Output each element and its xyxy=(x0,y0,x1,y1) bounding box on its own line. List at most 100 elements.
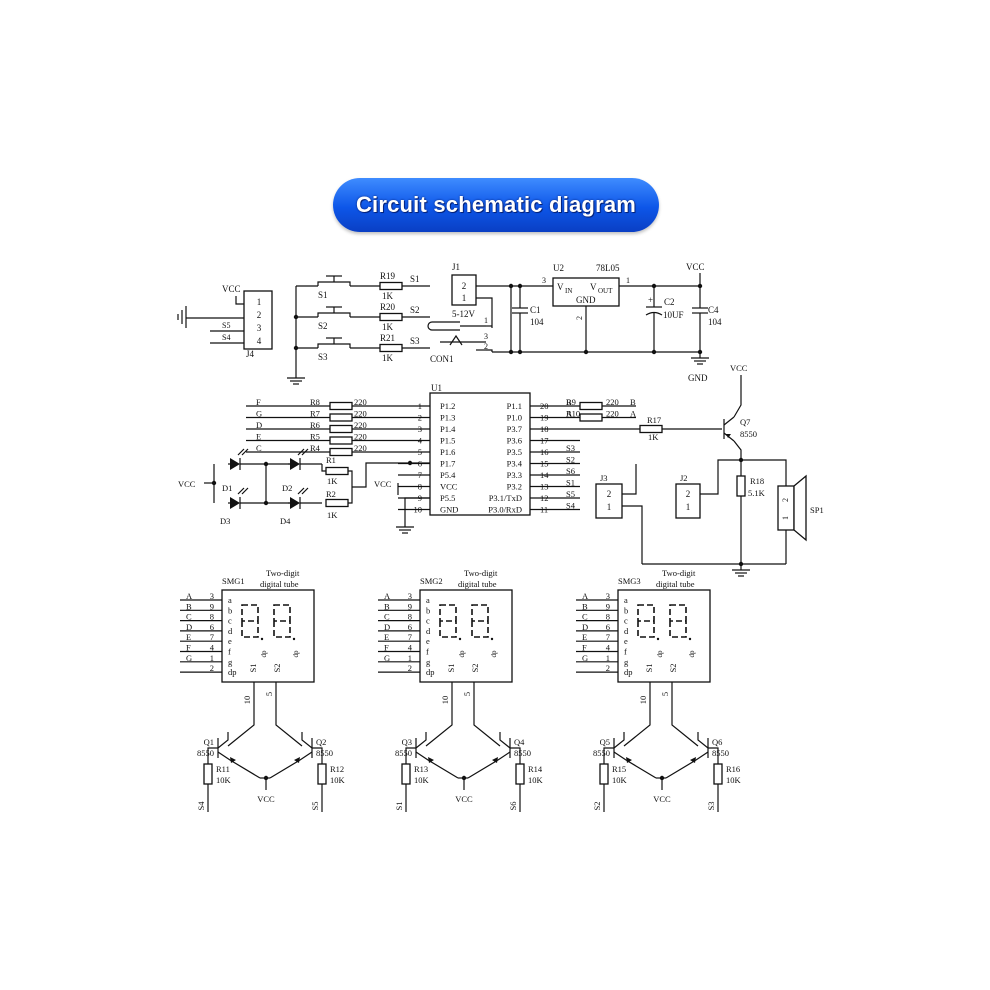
decimal-point-icon xyxy=(688,637,692,641)
resistor-ref: R5 xyxy=(310,432,320,442)
resistor-ref: R14 xyxy=(528,764,543,774)
transistor-q7 xyxy=(723,432,735,442)
transistor-part: 8550 xyxy=(593,748,610,758)
wire xyxy=(405,747,416,764)
barrel-jack-icon xyxy=(449,334,463,346)
wire xyxy=(486,349,493,352)
display-pin-number: 2 xyxy=(408,663,412,673)
display-pin-number: 8 xyxy=(408,612,412,622)
net-label: F xyxy=(186,643,191,653)
mcu-pin-name: GND xyxy=(440,505,458,515)
speaker-cone-icon xyxy=(793,474,807,542)
segment-label: d xyxy=(426,626,431,636)
display-pin-number: 5 xyxy=(660,692,670,696)
led-icon xyxy=(230,458,240,470)
resistor-ref: R1 xyxy=(326,455,336,465)
display-box xyxy=(419,589,513,683)
digit-label: S1 xyxy=(446,664,456,673)
j2-pin: 1 xyxy=(686,502,691,512)
led-ref: D4 xyxy=(280,516,291,526)
segment-label: g xyxy=(624,657,629,667)
segment-label: c xyxy=(426,616,430,626)
gnd-label: GND xyxy=(688,373,708,383)
dp-label: dp xyxy=(292,650,300,658)
resistor-ref: R21 xyxy=(380,333,395,343)
capacitor-ref: C2 xyxy=(664,297,675,307)
seven-segment-digit-icon xyxy=(637,604,655,638)
j4-ref: J4 xyxy=(246,349,255,359)
net-label: S1 xyxy=(410,274,420,284)
net-label: S3 xyxy=(566,443,575,453)
j4-pin-number: 3 xyxy=(257,323,262,333)
net-label: S5 xyxy=(310,802,320,811)
display-pin-number: 3 xyxy=(210,591,214,601)
j3-pin: 1 xyxy=(607,502,612,512)
j1-connector xyxy=(451,274,477,306)
display-caption: digital tube xyxy=(458,579,497,589)
resistor-value: 10K xyxy=(414,775,430,785)
seven-segment-digit-icon xyxy=(273,604,291,638)
display-pin-number: 2 xyxy=(210,663,214,673)
display-pin-number: 5 xyxy=(264,692,274,696)
resistor-r12 xyxy=(317,763,327,785)
wire xyxy=(348,470,353,504)
resistor-ref: R17 xyxy=(647,415,661,425)
wire xyxy=(700,459,741,495)
wire xyxy=(269,751,313,779)
segment-label: e xyxy=(426,636,430,646)
junction-dot xyxy=(293,345,299,351)
emitter-arrow-icon xyxy=(492,757,498,763)
net-label: G xyxy=(186,653,192,663)
led-icon xyxy=(290,458,300,470)
resistor-value: 220 xyxy=(606,397,619,407)
transistor-q7 xyxy=(723,416,735,426)
wire xyxy=(312,747,323,764)
resistor-value: 1K xyxy=(327,476,338,486)
vcc-label: VCC xyxy=(374,479,392,489)
u2-ref: U2 xyxy=(553,263,564,273)
transistor-ref: Q2 xyxy=(316,737,326,747)
transistor-ref: Q6 xyxy=(712,737,722,747)
transistor-ref: Q4 xyxy=(514,737,525,747)
page-title: Circuit schematic diagram xyxy=(355,192,637,217)
mcu-pin-name: P3.3 xyxy=(507,470,522,480)
resistor-ref: R13 xyxy=(414,764,428,774)
resistor-ref: R20 xyxy=(380,302,396,312)
resistor-value: 1K xyxy=(327,510,338,520)
net-label: S4 xyxy=(196,801,206,811)
u2-vout: V xyxy=(590,282,597,292)
vcc-label: VCC xyxy=(455,794,473,804)
seven-segment-digit-icon xyxy=(471,604,489,638)
resistor-value: 1K xyxy=(382,291,394,301)
display-pin-number: 9 xyxy=(606,601,610,611)
led-ref: D3 xyxy=(220,516,230,526)
j4-pin-number: 4 xyxy=(257,336,262,346)
net-s5: S5 xyxy=(222,321,230,330)
j3-connector xyxy=(595,483,623,519)
resistor-r15 xyxy=(599,763,609,785)
u2-vin: V xyxy=(557,282,564,292)
mcu-ref: U1 xyxy=(431,383,442,393)
resistor-r16 xyxy=(713,763,723,785)
display-pin-number: 3 xyxy=(408,591,412,601)
net-label: B xyxy=(566,397,572,407)
resistor-r2 xyxy=(325,498,349,508)
display-pin-number: 2 xyxy=(606,663,610,673)
mcu-pin-name: P1.0 xyxy=(507,413,522,423)
net-label: A xyxy=(582,591,589,601)
mcu-pin-name: P1.3 xyxy=(440,413,455,423)
led-light-icon xyxy=(297,487,305,495)
vcc-label: VCC xyxy=(178,479,196,489)
mcu-pin-name: P1.2 xyxy=(440,401,455,411)
display-box xyxy=(221,589,315,683)
led-light-icon xyxy=(301,487,309,495)
switch-ref: S2 xyxy=(318,321,328,331)
digit-label: S2 xyxy=(272,664,282,673)
display-pin-number: 6 xyxy=(210,622,214,632)
vcc-label: VCC xyxy=(730,363,748,373)
junction-dot xyxy=(508,283,514,289)
transistor-part: 8550 xyxy=(514,748,531,758)
display-pin-number: 3 xyxy=(606,591,610,601)
resistor-ref: R6 xyxy=(310,420,320,430)
net-label: G xyxy=(384,653,390,663)
